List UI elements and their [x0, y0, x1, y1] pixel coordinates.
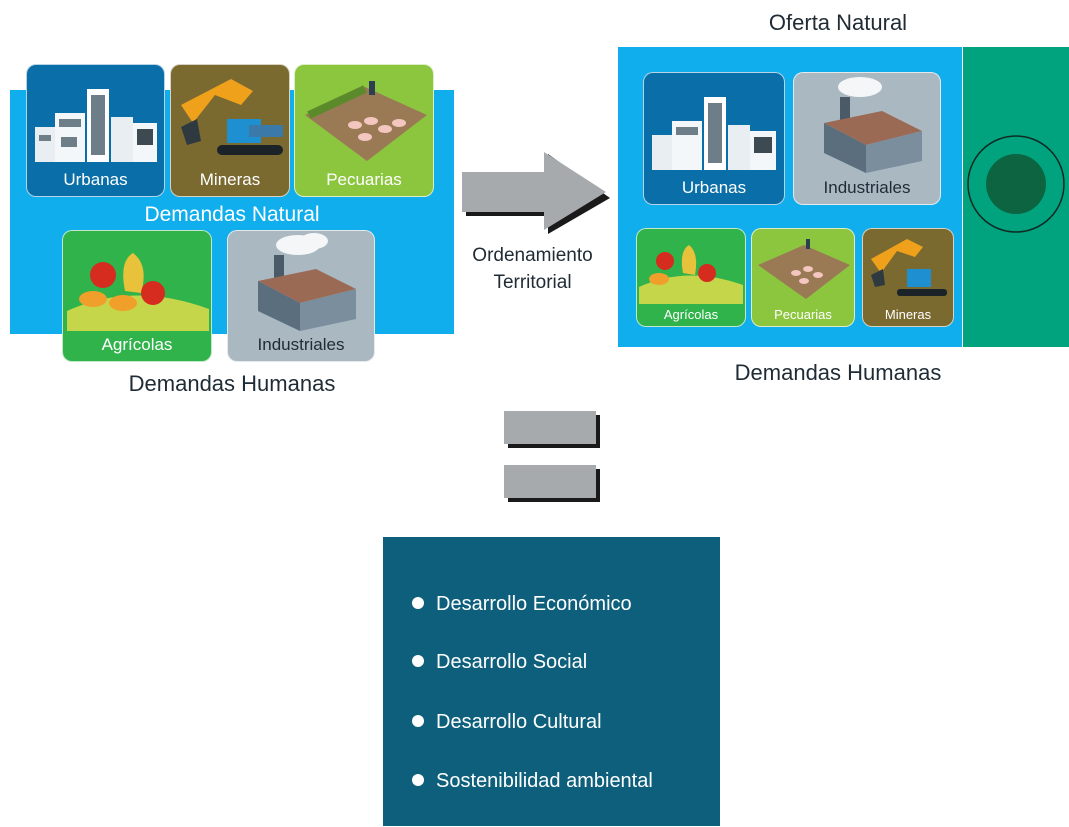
factory-icon — [824, 77, 922, 173]
ordenamiento-label: Ordenamiento — [472, 245, 593, 266]
mineras-tile: Mineras — [170, 64, 290, 197]
factory-icon — [258, 233, 356, 331]
industriales-tile: Industriales — [227, 230, 375, 362]
city-buildings-icon — [35, 89, 157, 162]
demandas-natural-label: Demandas Natural — [144, 203, 320, 226]
bullet-dot-icon — [412, 596, 424, 609]
outcome-label: Sostenibilidad ambiental — [436, 770, 653, 792]
agricolas-label: Agrícolas — [101, 335, 173, 354]
livestock-farm-icon — [758, 239, 850, 299]
right-agricolas-tile: Agrícolas — [636, 228, 746, 327]
outcome-item: Desarrollo Cultural — [412, 711, 602, 734]
outcomes-box — [383, 537, 720, 826]
right-mineras-label: Mineras — [884, 307, 932, 322]
industriales-label: Industriales — [257, 335, 345, 354]
outcome-label: Desarrollo Económico — [436, 593, 632, 615]
circle-symbol-icon — [967, 135, 1065, 233]
outcome-label: Desarrollo Social — [436, 651, 588, 673]
excavator-icon — [181, 79, 283, 155]
right-urbanas-label: Urbanas — [681, 178, 747, 197]
fruits-icon — [67, 253, 209, 331]
city-buildings-icon — [652, 97, 776, 170]
fruits-icon — [639, 245, 743, 304]
outcome-label: Desarrollo Cultural — [436, 711, 602, 733]
right-pecuarias-tile: Pecuarias — [751, 228, 855, 327]
bullet-dot-icon — [412, 654, 424, 667]
agricolas-tile: Agrícolas — [62, 230, 212, 362]
mineras-label: Mineras — [199, 170, 261, 189]
right-industriales-tile: Industriales — [793, 72, 941, 205]
equals-sign-icon — [504, 411, 604, 501]
right-mineras-tile: Mineras — [862, 228, 954, 327]
outcome-item: Desarrollo Social — [412, 651, 587, 674]
equals-bar-top — [504, 411, 596, 444]
territorial-label: Territorial — [493, 272, 572, 293]
right-industriales-label: Industriales — [823, 178, 911, 197]
livestock-farm-icon — [305, 81, 427, 161]
left-demandas-humanas-caption: Demandas Humanas — [128, 371, 336, 396]
right-pecuarias-label: Pecuarias — [774, 307, 832, 322]
excavator-icon — [871, 239, 947, 296]
right-arrow-icon — [462, 152, 610, 234]
bullet-dot-icon — [412, 714, 424, 727]
bullet-dot-icon — [412, 773, 424, 786]
oferta-natural-title: Oferta Natural — [768, 10, 908, 35]
right-demandas-humanas-caption: Demandas Humanas — [734, 360, 942, 385]
pecuarias-label: Pecuarias — [326, 170, 402, 189]
equals-bar-bottom — [504, 465, 596, 498]
outcome-item: Desarrollo Económico — [412, 593, 632, 616]
urbanas-tile: Urbanas — [26, 64, 165, 197]
outcome-item: Sostenibilidad ambiental — [412, 770, 653, 793]
right-urbanas-tile: Urbanas — [643, 72, 785, 205]
right-agricolas-label: Agrícolas — [663, 307, 719, 322]
pecuarias-tile: Pecuarias — [294, 64, 434, 197]
urbanas-label: Urbanas — [63, 170, 128, 189]
